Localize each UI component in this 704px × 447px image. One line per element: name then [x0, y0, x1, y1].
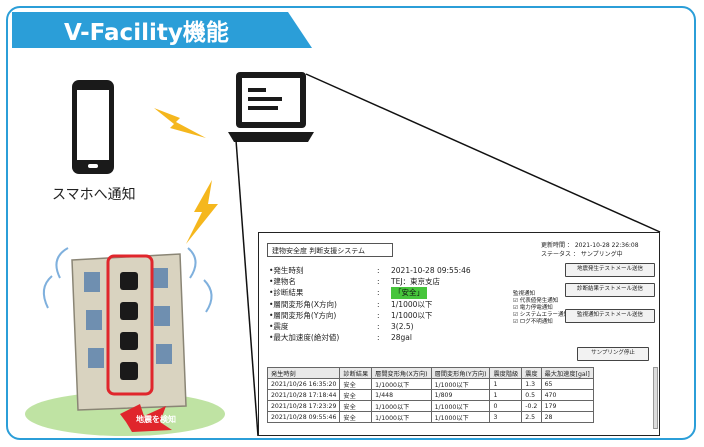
table-cell: 0: [489, 400, 523, 412]
table-cell: 2021/10/28 09:55:46: [266, 411, 341, 423]
table-cell: 1/1000以下: [371, 400, 432, 412]
table-cell: 1/1000以下: [371, 411, 432, 423]
update-time-label: 更新時間: [541, 242, 566, 249]
field-label: •震度: [269, 322, 289, 332]
table-cell: 1/1000以下: [430, 411, 491, 423]
table-cell: 2.5: [521, 411, 542, 423]
table-cell: 安全: [339, 400, 373, 412]
table-cell: 65: [540, 378, 594, 390]
table-cell: 2021/10/26 16:35:20: [266, 378, 341, 390]
monitor-checkbox[interactable]: ☑ 電力停電通知: [513, 305, 553, 311]
table-cell: -0.2: [521, 400, 542, 412]
table-cell: 1/809: [430, 389, 491, 401]
field-value: 2021-10-28 09:55:46: [391, 266, 471, 275]
monitor-notify-group: 監視通知 ☑ 代表値発生通知 ☑ 電力停電通知 ☑ システムエラー通知 ☑ ログ…: [513, 291, 569, 326]
table-cell: 1/1000以下: [430, 400, 491, 412]
lightning-icon: [154, 108, 206, 138]
table-row[interactable]: 2021/10/28 17:18:44 安全 1/448 1/809 1 0.5…: [266, 389, 594, 401]
status-meta: 更新時間 ： 2021-10-28 22:36:08 ステータス ： サンプリン…: [541, 242, 639, 258]
status-value: サンプリング中: [580, 251, 623, 258]
monitor-item-label: ログ不明通知: [519, 319, 553, 325]
table-cell: 安全: [339, 411, 373, 423]
field-label: •発生時刻: [269, 266, 304, 275]
monitor-item-label: 代表値発生通知: [519, 298, 559, 304]
phone-notify-label: スマホへ通知: [52, 187, 136, 203]
table-cell: 2021/10/28 17:18:44: [266, 389, 341, 401]
monitor-title: 監視通知: [513, 291, 536, 297]
field-label: •層間変形角(Y方向): [269, 310, 337, 320]
system-title: 建物安全度 判断支援システム: [267, 243, 393, 257]
table-row[interactable]: 2021/10/26 16:35:20 安全 1/1000以下 1/1000以下…: [266, 378, 594, 390]
column-header: 最大加速度[gal]: [540, 367, 594, 379]
column-header: 震度: [521, 367, 542, 379]
status-label: ステータス: [541, 251, 572, 258]
monitor-test-mail-button[interactable]: 監視通知テストメール送信: [565, 309, 655, 323]
field-label: •診断結果: [269, 288, 304, 298]
earthquake-test-mail-button[interactable]: 地震発生テストメール送信: [565, 263, 655, 277]
column-header: 診断結果: [339, 367, 373, 379]
event-detail-fields: •発生時刻:2021-10-28 09:55:46 •建物名:TEJ：東京支店 …: [269, 266, 471, 343]
field-value: 1/1000以下: [391, 299, 433, 309]
monitor-checkbox[interactable]: ☑ システムエラー通知: [513, 312, 570, 318]
field-label: •建物名: [269, 277, 296, 287]
field-label: •最大加速度(絶対値): [269, 333, 340, 343]
laptop-icon: [228, 72, 314, 142]
table-cell: 3: [489, 411, 523, 423]
monitor-item-label: システムエラー通知: [519, 312, 570, 318]
building-illustration: [25, 247, 225, 436]
table-cell: 1: [489, 389, 523, 401]
column-header: 層間変形角(X方向): [371, 367, 432, 379]
table-cell: 安全: [339, 378, 373, 390]
table-header-row: 発生時刻 診断結果 層間変形角(X方向) 層間変形角(Y方向) 震度階級 震度 …: [266, 367, 594, 379]
table-cell: 1/1000以下: [371, 378, 432, 390]
table-cell: 470: [540, 389, 594, 401]
table-cell: 1/1000以下: [430, 378, 491, 390]
field-value: 28gal: [391, 333, 412, 343]
field-label: •層間変形角(X方向): [269, 299, 337, 309]
table-cell: 安全: [339, 389, 373, 401]
field-value: TEJ：東京支店: [391, 277, 441, 287]
column-header: 層間変形角(Y方向): [430, 367, 491, 379]
column-header: 震度階級: [489, 367, 523, 379]
update-time-value: 2021-10-28 22:36:08: [574, 242, 639, 249]
field-value: 1/1000以下: [391, 310, 433, 320]
diagnosis-badge: 「安全」: [391, 287, 427, 299]
earthquake-detected-label: 地震を検知: [136, 415, 176, 424]
lightning-icon: [186, 180, 218, 244]
field-value: 3(2.5): [391, 322, 414, 332]
event-log-table: 発生時刻 診断結果 層間変形角(X方向) 層間変形角(Y方向) 震度階級 震度 …: [266, 367, 594, 423]
smartphone-icon: [72, 80, 114, 174]
diagnosis-test-mail-button[interactable]: 診断結果テストメール送信: [565, 283, 655, 297]
table-row[interactable]: 2021/10/28 09:55:46 安全 1/1000以下 1/1000以下…: [266, 411, 594, 423]
page-title: V-Facility機能: [12, 12, 312, 48]
table-cell: 1.3: [521, 378, 542, 390]
monitor-checkbox[interactable]: ☑ ログ不明通知: [513, 319, 553, 325]
table-cell: 1/448: [371, 389, 432, 401]
sampling-stop-button[interactable]: サンプリング停止: [577, 347, 649, 361]
table-cell: 179: [540, 400, 594, 412]
table-scrollbar[interactable]: [653, 367, 658, 429]
table-cell: 2021/10/28 17:23:29: [266, 400, 341, 412]
monitoring-app-window: 建物安全度 判断支援システム 更新時間 ： 2021-10-28 22:36:0…: [258, 232, 660, 436]
page-title-text: V-Facility機能: [64, 20, 229, 46]
table-row[interactable]: 2021/10/28 17:23:29 安全 1/1000以下 1/1000以下…: [266, 400, 594, 412]
table-cell: 1: [489, 378, 523, 390]
table-cell: 0.5: [521, 389, 542, 401]
table-cell: 28: [540, 411, 594, 423]
monitor-checkbox[interactable]: ☑ 代表値発生通知: [513, 298, 559, 304]
monitor-item-label: 電力停電通知: [519, 305, 553, 311]
column-header: 発生時刻: [266, 367, 341, 379]
